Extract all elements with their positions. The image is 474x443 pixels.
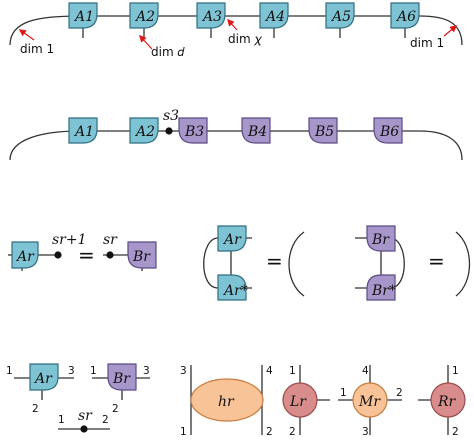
svg-text:1: 1 [452, 365, 459, 377]
svg-text:A2: A2 [134, 124, 155, 140]
svg-text:Ar: Ar [33, 371, 53, 387]
svg-text:1: 1 [340, 387, 347, 399]
row1-tensor-A1: A1 [68, 2, 98, 29]
row3-tensor-Br-conj: Br* [366, 274, 396, 301]
svg-text:4: 4 [362, 365, 369, 377]
svg-text:3: 3 [143, 365, 150, 377]
svg-text:Mr: Mr [358, 394, 381, 410]
svg-text:3: 3 [180, 365, 187, 377]
row1-tensor-A4: A4 [259, 2, 289, 29]
legend-Rr: Rr 1 2 [418, 365, 466, 438]
label-dim-chi: dim 𝜒 [228, 32, 262, 46]
svg-text:B3: B3 [184, 124, 204, 140]
row3-sr-label: sr [103, 232, 118, 248]
svg-text:4: 4 [266, 365, 273, 377]
svg-text:Br: Br [132, 249, 151, 265]
svg-text:2: 2 [452, 426, 459, 438]
svg-text:Ar*: Ar* [222, 283, 248, 299]
row1-mps-chain: A1 A2 A3 A4 A5 A6 dim 1 dim 𝑑 dim 𝜒 [9, 2, 463, 59]
arrow-dim1-left [18, 29, 35, 41]
svg-text:3: 3 [362, 426, 369, 438]
svg-text:B5: B5 [314, 124, 334, 140]
row3-equals: = [78, 243, 95, 267]
svg-text:B6: B6 [379, 124, 399, 140]
row3-right-equals-1: = [266, 249, 283, 273]
legend-hr: hr 3 4 1 2 [180, 365, 273, 438]
legend-Lr: Lr 1 2 [282, 365, 330, 438]
row2-s3-label: s3 [163, 108, 179, 124]
svg-text:2: 2 [112, 403, 119, 415]
svg-text:hr: hr [218, 394, 235, 410]
svg-text:Br: Br [371, 232, 390, 248]
row3-identity-paren-left [288, 231, 305, 297]
row1-tensor-A2: A2 [129, 2, 159, 29]
arrow-dim-chi [227, 18, 238, 31]
row1-A1-label: A1 [73, 9, 94, 25]
row2-tensor-B6: B6 [373, 117, 403, 144]
label-dim1-left: dim 1 [20, 42, 54, 56]
row3-dot-sr [106, 251, 114, 259]
svg-text:Rr: Rr [437, 394, 457, 410]
row4-legend: Ar 1 2 3 Br 1 2 3 sr 1 2 hr [6, 363, 466, 438]
row1-tensor-A5: A5 [325, 2, 355, 29]
legend-Ar: Ar 1 2 3 [6, 363, 75, 415]
svg-text:1: 1 [289, 365, 296, 377]
svg-text:2: 2 [396, 387, 403, 399]
svg-text:3: 3 [68, 365, 75, 377]
label-dim1-right: dim 1 [410, 36, 444, 50]
svg-text:Lr: Lr [289, 394, 307, 410]
row2-tensor-B4: B4 [241, 117, 271, 144]
row1-A5-label: A5 [330, 9, 351, 25]
row1-A4-label: A4 [264, 9, 285, 25]
row1-A2-label: A2 [134, 9, 155, 25]
row1-tensor-A6: A6 [390, 2, 420, 29]
row1-A3-label: A3 [201, 9, 222, 25]
svg-text:2: 2 [289, 426, 296, 438]
svg-text:B4: B4 [247, 124, 267, 140]
svg-text:1: 1 [6, 365, 13, 377]
row3-tensor-Ar-conj: Ar* [217, 274, 248, 301]
row2-tensor-B3: B3 [178, 117, 208, 144]
row3-tensor-Br [127, 241, 157, 269]
row3-tensor-Ar [11, 241, 39, 269]
svg-text:Br*: Br* [371, 283, 396, 299]
row3-dot-sr1 [54, 251, 62, 259]
svg-text:2: 2 [32, 403, 39, 415]
row2-tensor-A1: A1 [68, 117, 98, 144]
row3-canonical-conditions: Ar Ar* = Br Br* = [203, 225, 471, 301]
row3-tensor-Br-top: Br [366, 225, 396, 252]
legend-Mr: Mr 1 2 3 4 [338, 365, 403, 438]
row1-A6-label: A6 [395, 9, 416, 25]
arrow-dim-d [139, 34, 153, 50]
svg-text:2: 2 [102, 414, 109, 426]
row3-identity-paren-right [455, 231, 471, 297]
row3-right-equals-2: = [428, 249, 445, 273]
svg-text:Br: Br [112, 371, 131, 387]
row3-sr1-label: sr+1 [52, 232, 87, 248]
svg-text:1: 1 [90, 365, 97, 377]
row2-mixed-canonical-chain: A1 A2 s3 B3 B4 B5 B6 [9, 108, 463, 161]
svg-text:1: 1 [180, 426, 187, 438]
row2-tensor-A2: A2 [129, 117, 159, 144]
row3-gauge-relation: Ar sr+1 = sr Br [8, 232, 157, 271]
svg-text:Ar: Ar [222, 232, 242, 248]
legend-Br: Br 1 2 3 [90, 363, 150, 415]
row2-singular-values-dot [165, 127, 173, 135]
legend-sr: sr 1 2 [58, 408, 110, 433]
label-dim-d: dim 𝑑 [151, 45, 185, 59]
row1-tensor-A3: A3 [196, 2, 226, 29]
svg-text:sr: sr [78, 408, 93, 424]
row3-A-contraction [203, 237, 219, 289]
arrow-dim1-right [443, 25, 458, 37]
svg-text:A1: A1 [73, 124, 94, 140]
svg-text:1: 1 [58, 414, 65, 426]
row2-tensor-B5: B5 [308, 117, 338, 144]
svg-text:Ar: Ar [15, 249, 35, 265]
row3-tensor-Ar-top: Ar [217, 225, 247, 252]
svg-text:2: 2 [266, 426, 273, 438]
